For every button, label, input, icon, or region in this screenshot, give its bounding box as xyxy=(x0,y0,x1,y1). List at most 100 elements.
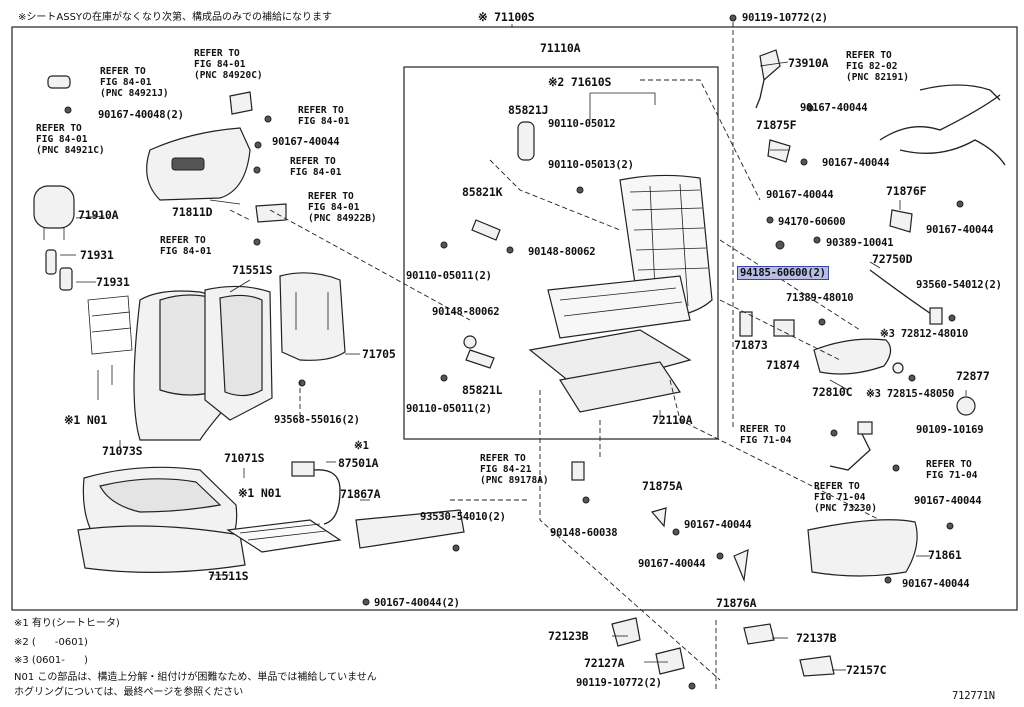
label-90167-40044-j[interactable]: 90167-40044 xyxy=(638,558,706,570)
label-85821K[interactable]: 85821K xyxy=(462,185,503,199)
label-71811D[interactable]: 71811D xyxy=(172,205,213,219)
refer-73230[interactable]: REFER TO FIG 71-04 (PNC 73230) xyxy=(814,481,877,514)
label-71931-b[interactable]: 71931 xyxy=(96,275,130,289)
label-71705[interactable]: 71705 xyxy=(362,347,396,361)
label-90167-40048[interactable]: 90167-40048(2) xyxy=(98,109,184,121)
refer-71-04-b[interactable]: REFER TO FIG 71-04 xyxy=(926,459,978,481)
cover-strip-part xyxy=(355,509,465,549)
refer-82191[interactable]: REFER TO FIG 82-02 (PNC 82191) xyxy=(846,50,909,83)
footnote-2: ※2 ( -0601) xyxy=(14,637,88,648)
label-90110-05011-b[interactable]: 90110-05011(2) xyxy=(406,403,492,415)
label-71073S[interactable]: 71073S xyxy=(102,444,143,458)
label-71910A[interactable]: 71910A xyxy=(78,208,119,222)
heater-connector-part xyxy=(291,461,341,525)
label-71861[interactable]: 71861 xyxy=(928,548,962,562)
refer-71-04-a[interactable]: REFER TO FIG 71-04 xyxy=(740,424,792,446)
label-90119-10772-bottom[interactable]: 90119-10772(2) xyxy=(576,677,662,689)
label-71511S[interactable]: 71511S xyxy=(208,569,249,583)
side-shield-part xyxy=(807,519,918,577)
armrest-part xyxy=(813,338,892,375)
label-94185-60600-highlighted[interactable]: 94185-60600(2) xyxy=(737,266,829,280)
label-90167-40044-a[interactable]: 90167-40044 xyxy=(800,102,868,114)
footnote-5: ホグリングについては、最終ページを参照ください xyxy=(14,687,244,698)
label-72157C[interactable]: 72157C xyxy=(846,663,887,677)
refer-84921J[interactable]: REFER TO FIG 84-01 (PNC 84921J) xyxy=(100,66,169,99)
refer-84-01-a[interactable]: REFER TO FIG 84-01 xyxy=(298,105,350,127)
bracket-part xyxy=(739,139,913,337)
lever-part xyxy=(229,91,287,223)
label-71875A[interactable]: 71875A xyxy=(642,479,683,493)
seatback-pad-part xyxy=(204,285,273,421)
label-90148-80062-b[interactable]: 90148-80062 xyxy=(432,306,500,318)
label-90167-40044-c[interactable]: 90167-40044 xyxy=(766,189,834,201)
label-90167-40044-h[interactable]: 90167-40044(2) xyxy=(374,597,460,609)
label-71110A[interactable]: 71110A xyxy=(540,41,581,55)
label-72123B[interactable]: 72123B xyxy=(548,629,589,643)
label-72750D[interactable]: 72750D xyxy=(872,252,913,266)
footnote-1: ※1 有り(シートヒータ) xyxy=(14,618,120,629)
seat-frame-part xyxy=(547,174,713,339)
label-93530-54010[interactable]: 93530-54010(2) xyxy=(420,511,506,523)
label-71610S[interactable]: ※2 71610S xyxy=(548,75,612,89)
label-90110-05011-a[interactable]: 90110-05011(2) xyxy=(406,270,492,282)
label-72137B[interactable]: 72137B xyxy=(796,631,837,645)
label-90148-80062-a[interactable]: 90148-80062 xyxy=(528,246,596,258)
label-90148-60038[interactable]: 90148-60038 xyxy=(550,527,618,539)
label-71071S[interactable]: 71071S xyxy=(224,451,265,465)
refer-84-01-c[interactable]: REFER TO FIG 84-01 xyxy=(160,235,212,257)
frame-subassembly-box xyxy=(403,66,719,440)
explode-lines xyxy=(229,22,881,690)
label-90119-10772-top[interactable]: 90119-10772(2) xyxy=(742,12,828,24)
assembly-frame xyxy=(11,26,1018,611)
label-71873[interactable]: 71873 xyxy=(734,338,768,352)
headrest-part xyxy=(33,185,75,240)
knob-part xyxy=(892,362,976,416)
label-85821L[interactable]: 85821L xyxy=(462,383,503,397)
recliner-cover-inner-part xyxy=(146,127,251,201)
label-90167-40044-b[interactable]: 90167-40044 xyxy=(822,157,890,169)
label-71867A[interactable]: 71867A xyxy=(340,487,381,501)
label-94170-60600[interactable]: 94170-60600 xyxy=(778,216,846,228)
label-90110-05013[interactable]: 90110-05013(2) xyxy=(548,159,634,171)
label-71874[interactable]: 71874 xyxy=(766,358,800,372)
label-72812-48010[interactable]: ※3 72812-48010 xyxy=(880,328,969,340)
label-90110-05012[interactable]: 90110-05012 xyxy=(548,118,616,130)
refer-84-01-b[interactable]: REFER TO FIG 84-01 xyxy=(290,156,342,178)
label-72127A[interactable]: 72127A xyxy=(584,656,625,670)
label-90167-40044-g[interactable]: 90167-40044 xyxy=(272,136,340,148)
label-72810C[interactable]: 72810C xyxy=(812,385,853,399)
seatbelt-buckle-sensor-part xyxy=(755,49,781,109)
label-72815-48050[interactable]: ※3 72815-48050 xyxy=(866,388,955,400)
footnote-4: N01 この部品は、構造上分解・組付けが困難なため、単品では補給していません xyxy=(14,672,377,683)
label-93568-55016[interactable]: 93568-55016(2) xyxy=(274,414,360,426)
label-71389-48010[interactable]: 71389-48010 xyxy=(786,292,854,304)
seatbelt-anchor-part xyxy=(829,421,873,471)
label-87501A[interactable]: 87501A xyxy=(338,456,379,470)
label-72110A[interactable]: 72110A xyxy=(652,413,693,427)
cable-part xyxy=(869,269,943,325)
label-90109-10169[interactable]: 90109-10169 xyxy=(916,424,984,436)
label-71876A[interactable]: 71876A xyxy=(716,596,757,610)
label-71100S[interactable]: ※ 71100S xyxy=(478,10,535,24)
label-73910A[interactable]: 73910A xyxy=(788,56,829,70)
refer-84920C[interactable]: REFER TO FIG 84-01 (PNC 84920C) xyxy=(194,48,263,81)
label-N01-b[interactable]: ※1 N01 xyxy=(238,486,282,500)
label-85821J[interactable]: 85821J xyxy=(508,103,549,117)
headrest-support-part xyxy=(45,249,73,291)
refer-89178A[interactable]: REFER TO FIG 84-21 (PNC 89178A) xyxy=(480,453,549,486)
label-71875F[interactable]: 71875F xyxy=(756,118,797,132)
seatback-board-part xyxy=(279,272,346,361)
label-72877[interactable]: 72877 xyxy=(956,369,990,383)
refer-84922B[interactable]: REFER TO FIG 84-01 (PNC 84922B) xyxy=(308,191,377,224)
label-N01-a[interactable]: ※1 N01 xyxy=(64,413,108,427)
label-90167-40044-e[interactable]: 90167-40044 xyxy=(914,495,982,507)
label-90389-10041[interactable]: 90389-10041 xyxy=(826,237,894,249)
label-90167-40044-f[interactable]: 90167-40044 xyxy=(902,578,970,590)
label-93560-54012[interactable]: 93560-54012(2) xyxy=(916,279,1002,291)
label-71551S[interactable]: 71551S xyxy=(232,263,273,277)
label-71876F[interactable]: 71876F xyxy=(886,184,927,198)
label-90167-40044-d[interactable]: 90167-40044 xyxy=(926,224,994,236)
label-71931-a[interactable]: 71931 xyxy=(80,248,114,262)
label-90167-40044-i[interactable]: 90167-40044 xyxy=(684,519,752,531)
refer-84921C[interactable]: REFER TO FIG 84-01 (PNC 84921C) xyxy=(36,123,105,156)
